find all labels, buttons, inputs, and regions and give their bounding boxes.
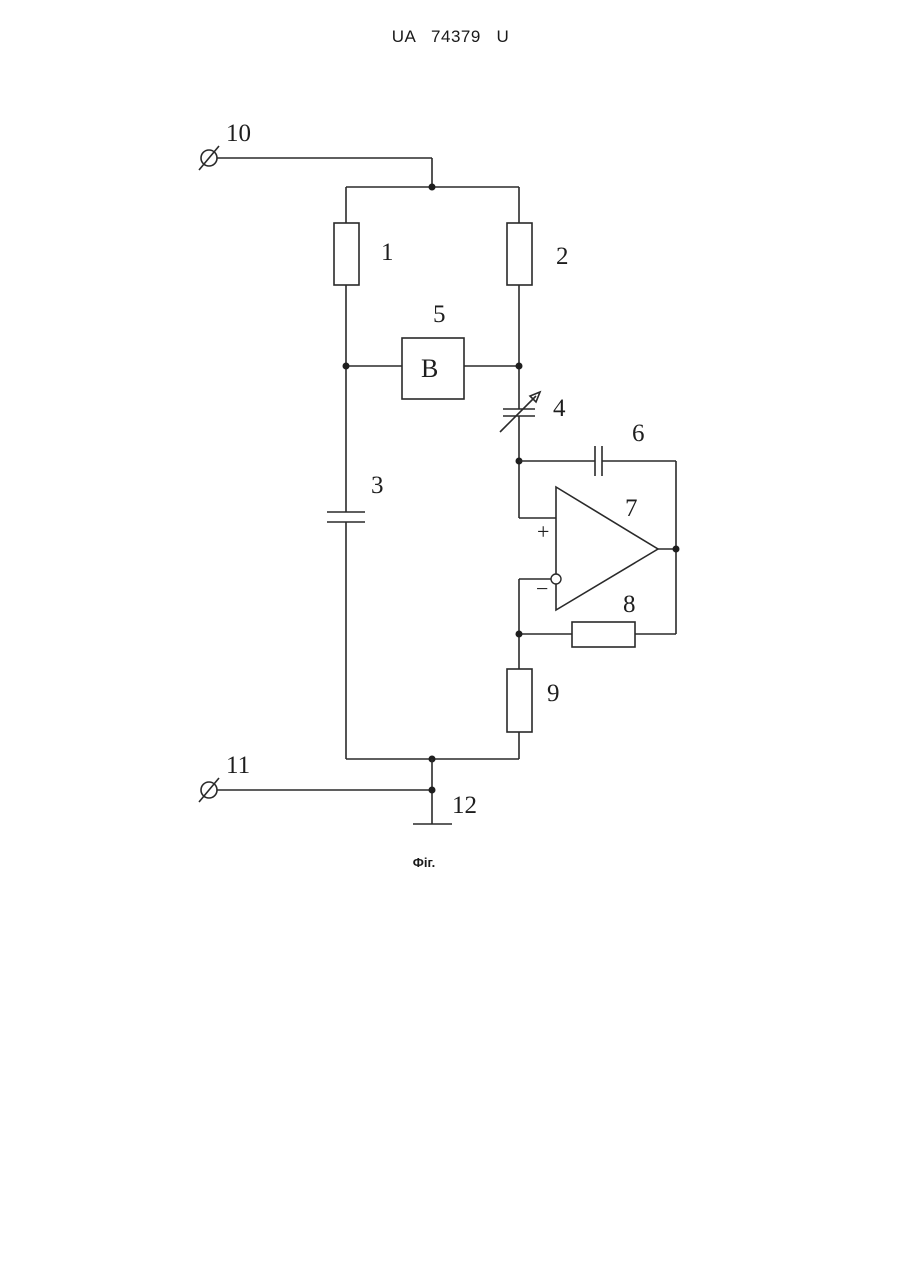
resistor-2 <box>507 223 532 285</box>
resistor-1 <box>334 223 359 285</box>
block-5-text: B <box>421 354 438 383</box>
label-resistor-2: 2 <box>556 243 569 270</box>
opamp-7 <box>556 487 658 610</box>
node-opamp-output <box>673 546 680 553</box>
capacitor-6 <box>595 446 602 476</box>
label-terminal-11: 11 <box>226 752 250 779</box>
label-block-5: 5 <box>433 301 446 328</box>
label-capacitor-6: 6 <box>632 420 645 447</box>
label-opamp-minus: − <box>536 576 548 601</box>
resistor-9 <box>507 669 532 732</box>
label-resistor-8: 8 <box>623 591 636 618</box>
node-terminal-11 <box>429 787 436 794</box>
label-variable-capacitor-4: 4 <box>553 395 566 422</box>
capacitor-3 <box>327 512 365 522</box>
label-ground-12: 12 <box>452 792 477 819</box>
terminal-10 <box>199 146 219 170</box>
label-opamp-7: 7 <box>625 495 638 522</box>
variable-capacitor-4 <box>500 392 540 432</box>
figure-caption: Фіг. <box>0 855 848 870</box>
label-resistor-9: 9 <box>547 680 560 707</box>
label-opamp-plus: + <box>537 519 549 544</box>
node-top <box>429 184 436 191</box>
node-r8-left <box>516 631 523 638</box>
opamp-inverting-bubble <box>551 574 561 584</box>
terminal-11 <box>199 778 219 802</box>
node-block5-left <box>343 363 350 370</box>
label-terminal-10: 10 <box>226 120 251 147</box>
label-resistor-1: 1 <box>381 239 394 266</box>
node-block5-right <box>516 363 523 370</box>
resistor-8 <box>572 622 635 647</box>
label-capacitor-3: 3 <box>371 472 384 499</box>
